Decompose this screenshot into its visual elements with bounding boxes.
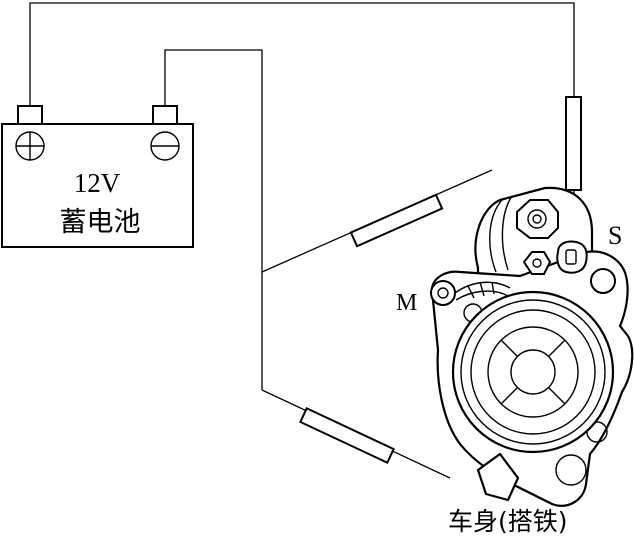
- armature-outer: [451, 290, 615, 454]
- solenoid-cap-edge-2: [501, 195, 513, 271]
- m-terminal-ring: [430, 280, 456, 306]
- fuse-icon: [299, 96, 582, 464]
- battery-name-label: 蓄电池: [60, 207, 141, 238]
- m-terminal-lead: [454, 281, 511, 294]
- battery-voltage-label: 12V: [74, 168, 121, 198]
- armature-hub: [510, 349, 556, 395]
- battery-case: [1, 123, 194, 248]
- negative-post: [152, 105, 178, 125]
- terminal-s-label: S: [608, 221, 622, 250]
- small-nut: [522, 251, 552, 275]
- small-nut-center: [532, 258, 542, 268]
- fuse-s-lead: [565, 96, 582, 191]
- m-terminal-hole: [437, 287, 449, 299]
- s-terminal-stud-inner: [532, 214, 542, 224]
- s-terminal-nut: [516, 199, 559, 239]
- solenoid-cap-edge: [489, 199, 503, 273]
- flange-hole-bottom: [555, 454, 587, 486]
- hub-spoke-4: [548, 387, 566, 405]
- m-lead-clip: [467, 281, 495, 299]
- fuse-lower-branch: [299, 407, 395, 464]
- armature-ring-1: [460, 299, 606, 445]
- minus-circle-icon: [150, 131, 180, 161]
- hub-spoke-2: [548, 339, 566, 357]
- s-terminal-stud: [527, 209, 547, 229]
- ground-label: 车身(搭铁): [448, 507, 568, 536]
- terminal-m-label: M: [396, 290, 417, 316]
- wire-positive-to-s: [29, 2, 575, 106]
- positive-post: [17, 105, 43, 125]
- hub-spoke-1: [500, 339, 518, 357]
- fuse-upper-branch: [349, 193, 444, 248]
- plus-circle-icon: [15, 131, 45, 161]
- starter-motor-icon: [430, 186, 634, 507]
- flange-hole-top-right: [590, 268, 616, 294]
- drive-boss: [476, 452, 520, 502]
- armature-ring-3: [487, 326, 579, 418]
- wire-negative-main: [164, 49, 263, 390]
- s-spade-connector: [556, 240, 588, 274]
- hub-spoke-3: [500, 387, 518, 405]
- battery: 12V 蓄电池: [1, 105, 194, 248]
- s-spade-slot: [565, 249, 577, 265]
- armature-ring-2: [470, 309, 596, 435]
